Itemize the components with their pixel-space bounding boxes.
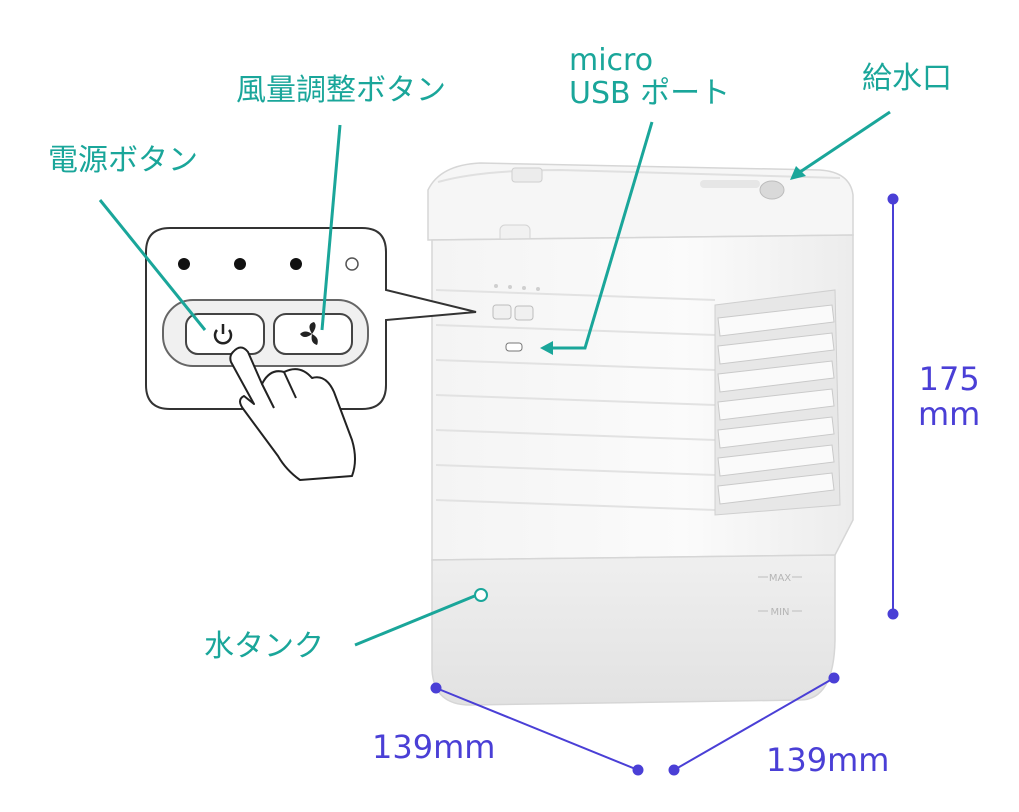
leader-water-inlet	[799, 110, 891, 174]
dimension-lines	[430, 193, 899, 776]
fan-button-shape	[273, 313, 353, 355]
fan-icon	[300, 322, 318, 345]
power-button-label: 電源ボタン	[48, 143, 198, 178]
indicator-dot-empty	[345, 257, 359, 271]
height-value: 175	[918, 360, 980, 398]
air-cooler-device: MAX MIN	[427, 162, 854, 706]
leader-lines	[98, 110, 891, 647]
height-unit: mm	[918, 395, 981, 434]
leader-usb	[548, 121, 654, 350]
power-icon	[213, 324, 233, 345]
air-vent-louvers	[714, 289, 841, 516]
indicator-dot	[178, 258, 190, 270]
control-panel-zoom	[145, 227, 477, 481]
power-button-shape	[185, 313, 265, 355]
usb-port-label: micro USB ポート	[569, 44, 730, 110]
depth-dimension-line	[673, 677, 835, 771]
water-inlet-label: 給水口	[862, 61, 952, 96]
usb-port-label-line1: micro	[569, 43, 654, 78]
depth-label: 139mm	[766, 741, 890, 779]
tank-min-mark: MIN	[770, 607, 789, 618]
usb-port-label-line2: USB ポート	[569, 76, 731, 111]
leader-fan	[320, 124, 342, 331]
width-label: 139mm	[372, 728, 496, 766]
tank-marker	[474, 588, 488, 602]
leader-tank	[354, 593, 478, 647]
tank-max-mark: MAX	[769, 573, 791, 584]
usb-port-icon	[505, 342, 523, 352]
indicator-dot	[234, 258, 246, 270]
leader-power	[98, 199, 207, 331]
height-label: 175 mm	[918, 360, 981, 434]
water-tank-label: 水タンク	[204, 629, 324, 664]
fan-button-label: 風量調整ボタン	[236, 73, 446, 108]
width-dimension-line	[435, 687, 639, 771]
indicator-dot	[290, 258, 302, 270]
water-inlet-cap	[759, 180, 785, 200]
hand-icon	[229, 346, 356, 481]
